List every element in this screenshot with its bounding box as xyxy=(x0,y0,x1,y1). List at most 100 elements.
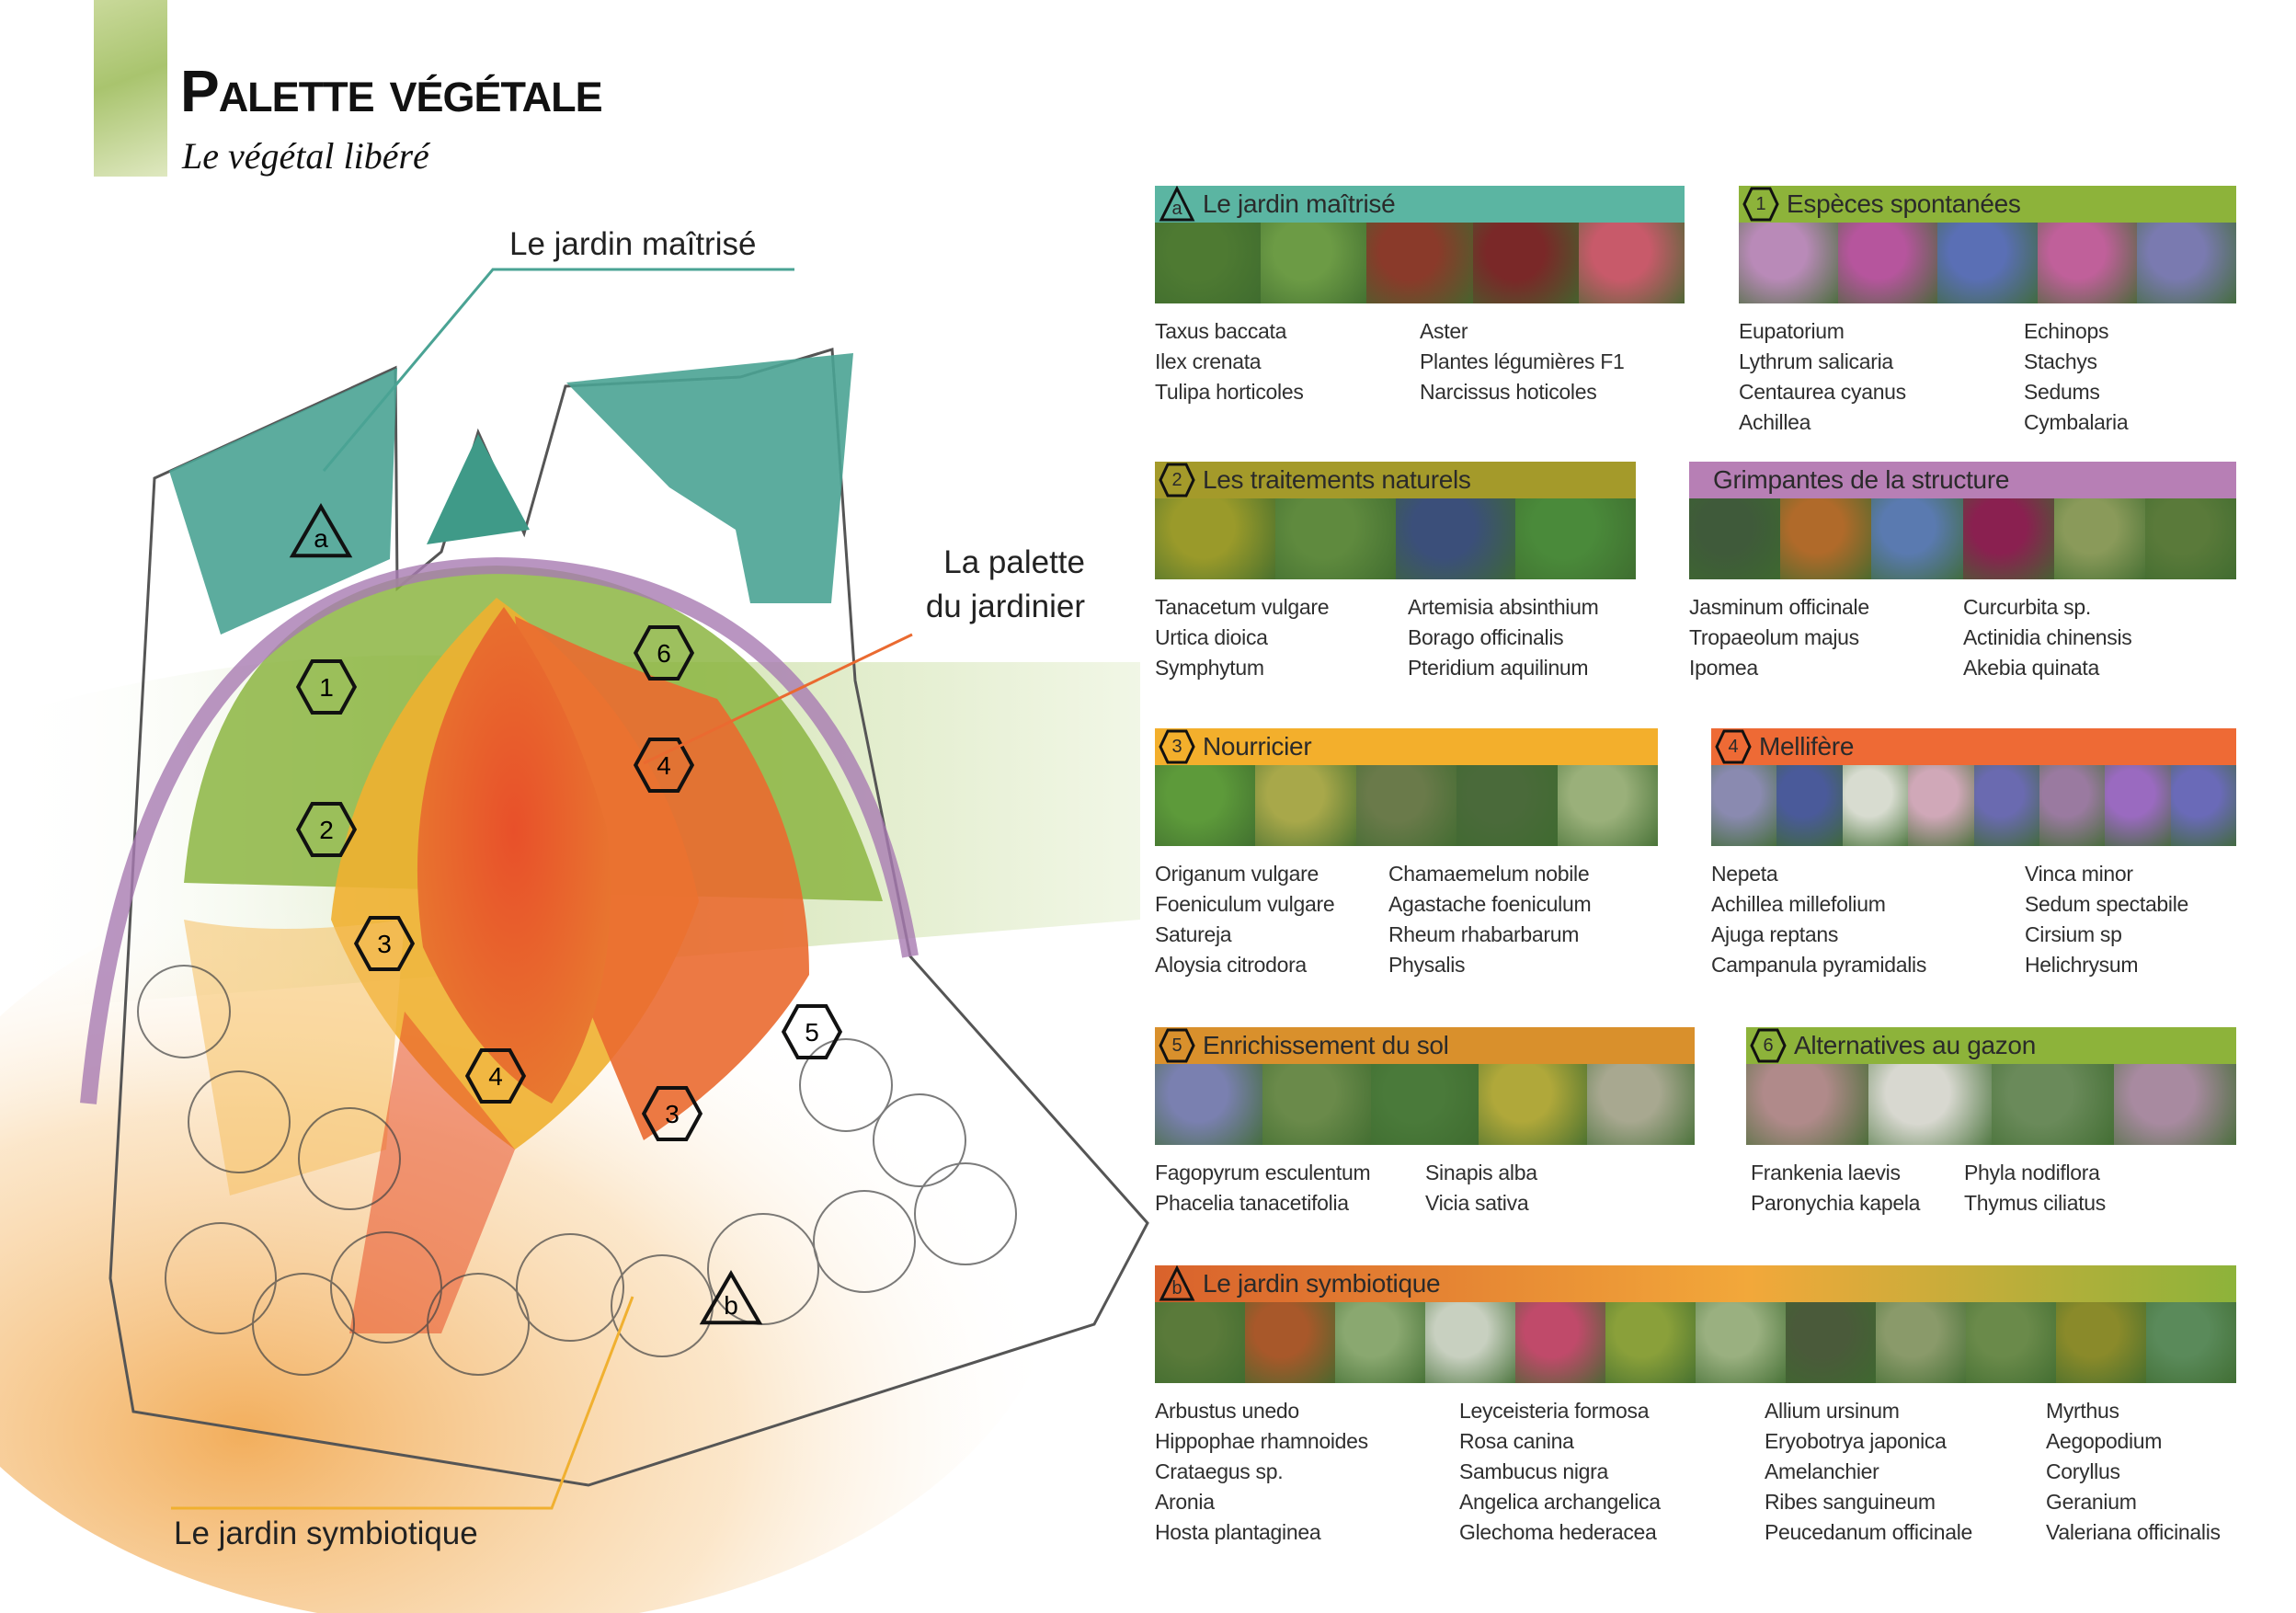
plant-photo xyxy=(1838,223,1938,303)
plant-name: Aloysia citrodora xyxy=(1155,953,1307,977)
plant-photo xyxy=(1515,498,1636,579)
plant-photo xyxy=(2146,1302,2236,1383)
marker-label: 4 xyxy=(1728,737,1739,757)
panel-title: Grimpantes de la structure xyxy=(1713,465,2010,494)
plant-photo xyxy=(2037,223,2137,303)
callout-palette-line2: du jardinier xyxy=(925,589,1085,624)
plant-photo xyxy=(1746,1064,1869,1145)
plant-name: Glechoma hederacea xyxy=(1459,1520,1657,1544)
plant-name: Valeriana officinalis xyxy=(2046,1520,2221,1544)
hexagon-marker-icon: 3 xyxy=(1159,728,1195,765)
plant-name: Vicia sativa xyxy=(1425,1191,1529,1215)
marker-label: 6 xyxy=(1763,1035,1774,1056)
marker-label: b xyxy=(1171,1278,1182,1298)
marker-label: 3 xyxy=(377,930,392,958)
plant-photo xyxy=(2053,498,2145,579)
zone-hex-marker-1: 1 xyxy=(295,659,358,715)
marker-label: 3 xyxy=(665,1100,680,1128)
panel-header: a Le jardin maîtrisé xyxy=(1155,186,1685,223)
zone-hex-marker-3: 3 xyxy=(353,916,416,971)
plant-photo xyxy=(1255,765,1356,846)
plant-photo xyxy=(1456,765,1558,846)
plant-photo xyxy=(1962,498,2054,579)
plant-photo xyxy=(1842,765,1909,846)
plant-photo xyxy=(1515,1302,1605,1383)
zone-hex-marker-6: 6 xyxy=(633,625,695,681)
plant-name: Cymbalaria xyxy=(2024,410,2129,434)
plant-name: Hippophae rhamnoides xyxy=(1155,1429,1368,1453)
plant-name: Fagopyrum esculentum xyxy=(1155,1161,1371,1184)
plant-photo xyxy=(1711,765,1777,846)
marker-label: 4 xyxy=(488,1062,503,1091)
panel-header: Grimpantes de la structure xyxy=(1689,462,2236,498)
plant-photo xyxy=(1937,223,2038,303)
plant-name: Taxus baccata xyxy=(1155,319,1287,343)
plant-name: Borago officinalis xyxy=(1408,625,1564,649)
zone-hex-marker-5: 5 xyxy=(781,1004,843,1059)
plant-name: Tropaeolum majus xyxy=(1689,625,1859,649)
plant-photo xyxy=(1605,1302,1696,1383)
panel-title: Le jardin maîtrisé xyxy=(1203,189,1396,218)
plant-name: Satureja xyxy=(1155,922,1232,946)
marker-label: 3 xyxy=(1171,737,1182,757)
plant-name: Akebia quinata xyxy=(1963,656,2099,680)
plant-name: Lythrum salicaria xyxy=(1739,349,1893,373)
marker-label: 5 xyxy=(1171,1035,1182,1056)
plant-name: Sambucus nigra xyxy=(1459,1459,1608,1483)
plant-name: Arbustus unedo xyxy=(1155,1399,1299,1423)
zone-triangle-marker-a: a xyxy=(289,503,353,558)
plant-name: Paronychia kapela xyxy=(1751,1191,1921,1215)
plant-name: Allium ursinum xyxy=(1765,1399,1900,1423)
leaf-thumbnail xyxy=(94,0,167,177)
plant-photo-strip xyxy=(1155,765,1659,846)
callout-jardin-maitrise: Le jardin maîtrisé xyxy=(509,226,757,262)
plant-photo xyxy=(1871,498,1963,579)
plant-name: Crataegus sp. xyxy=(1155,1459,1284,1483)
plant-name: Narcissus hoticoles xyxy=(1420,380,1597,404)
plant-photo-strip xyxy=(1739,223,2237,303)
plant-photo xyxy=(1155,765,1256,846)
marker-label: 1 xyxy=(319,673,334,702)
plant-name: Tanacetum vulgare xyxy=(1155,595,1330,619)
plant-photo xyxy=(1425,1302,1515,1383)
plant-photo xyxy=(1479,1064,1587,1145)
plant-name: Thymus ciliatus xyxy=(1964,1191,2106,1215)
plant-name: Helichrysum xyxy=(2025,953,2139,977)
plant-name: Eryobotrya japonica xyxy=(1765,1429,1947,1453)
plant-photo xyxy=(1395,498,1516,579)
marker-label: 1 xyxy=(1755,194,1766,214)
plant-name: Eupatorium xyxy=(1739,319,1845,343)
plant-name: Rheum rhabarbarum xyxy=(1388,922,1580,946)
marker-label: a xyxy=(314,524,328,553)
triangle-marker-icon: a xyxy=(1159,186,1195,223)
plant-name: Sedum spectabile xyxy=(2025,892,2189,916)
plant-photo xyxy=(1245,1302,1335,1383)
marker-label: 5 xyxy=(805,1018,819,1047)
plant-photo xyxy=(1973,765,2039,846)
plant-name: Pteridium aquilinum xyxy=(1408,656,1589,680)
plant-photo xyxy=(1966,1302,2056,1383)
panel-title: Enrichissement du sol xyxy=(1203,1031,1449,1059)
plant-photo xyxy=(1155,1064,1263,1145)
plant-name: Centaurea cyanus xyxy=(1739,380,1906,404)
plant-photo xyxy=(1366,223,1473,303)
marker-label: a xyxy=(1171,199,1182,219)
plant-photo-strip xyxy=(1746,1064,2236,1145)
plant-name: Tulipa horticoles xyxy=(1155,380,1304,404)
plant-name: Foeniculum vulgare xyxy=(1155,892,1335,916)
plant-photo xyxy=(1908,765,1974,846)
plant-photo xyxy=(2113,1064,2236,1145)
plant-photo xyxy=(1262,1064,1371,1145)
plant-photo-strip xyxy=(1155,1064,1696,1145)
callout-jardin-symbiotique: Le jardin symbiotique xyxy=(174,1516,478,1551)
page-subtitle: Le végétal libéré xyxy=(182,135,429,177)
zone-hex-marker-4: 4 xyxy=(464,1048,527,1104)
